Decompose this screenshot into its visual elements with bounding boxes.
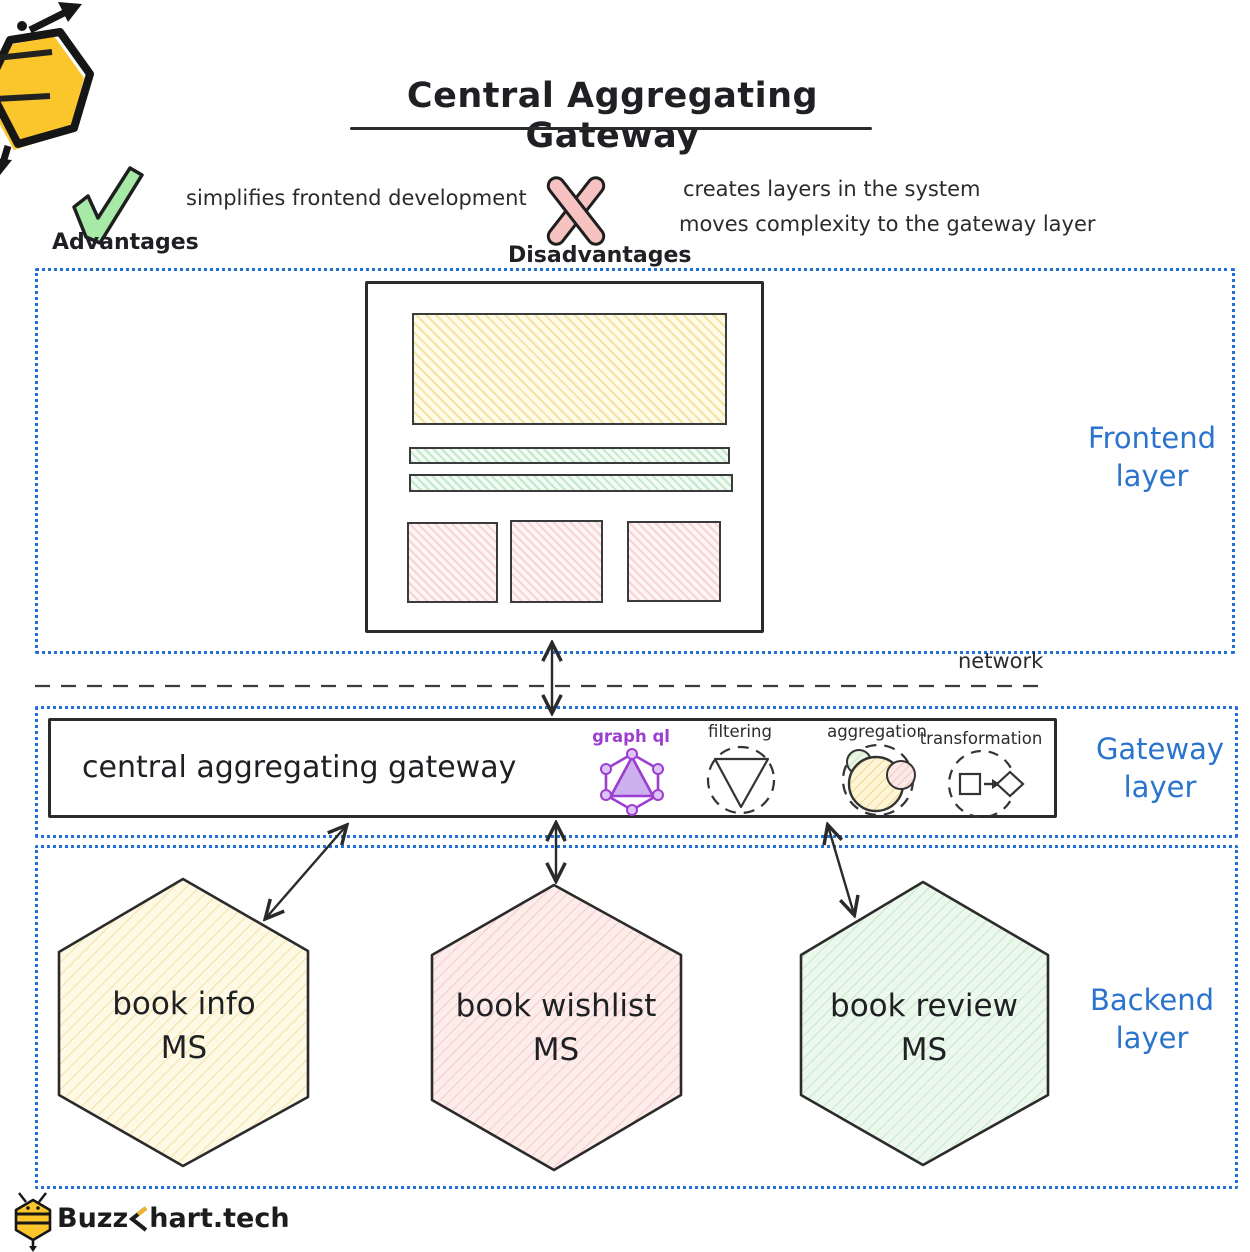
disadvantages-label: Disadvantages — [508, 243, 692, 268]
gateway-layer-label: Gateway layer — [1095, 732, 1225, 804]
aggregation-label: aggregation — [827, 722, 927, 741]
brand-c-icon — [129, 1205, 148, 1232]
service-name-line1: book info — [112, 986, 256, 1022]
gateway-title: central aggregating gateway — [82, 750, 517, 785]
browser-card — [510, 520, 603, 603]
service-label: book review MS — [774, 984, 1074, 1072]
service-name-line2: MS — [160, 1030, 208, 1067]
service-name-line2: MS — [532, 1032, 580, 1069]
filtering-icon — [706, 745, 776, 815]
service-hexagon-book-info — [57, 877, 310, 1168]
service-name-line1: book review — [830, 988, 1018, 1024]
service-name-line1: book wishlist — [455, 988, 657, 1024]
transformation-label: transformation — [919, 729, 1043, 748]
disadvantage-item: moves complexity to the gateway layer — [679, 212, 1096, 236]
browser-card — [627, 521, 721, 602]
service-label: book info MS — [34, 982, 334, 1070]
title-underline — [350, 127, 872, 130]
network-label: network — [958, 649, 1044, 673]
bee-logo — [0, 2, 94, 175]
graphql-label: graph ql — [592, 727, 670, 746]
cross-icon — [546, 176, 606, 246]
browser-hero-block — [412, 313, 727, 425]
frontend-layer-box — [35, 268, 1235, 654]
checkmark-icon — [72, 166, 144, 245]
gateway-layer-box — [35, 706, 1238, 838]
disadvantage-item: creates layers in the system — [683, 177, 981, 201]
page-title: Central Aggregating Gateway — [406, 76, 819, 156]
transformation-icon — [947, 749, 1025, 819]
backend-layer-box — [35, 845, 1238, 1189]
brand-suffix: hart.tech — [149, 1203, 290, 1234]
service-label: book wishlist MS — [406, 984, 706, 1072]
filtering-label: filtering — [708, 722, 772, 741]
graphql-icon — [600, 748, 664, 816]
service-hexagon-book-wishlist — [430, 883, 683, 1172]
browser-text-bar — [409, 447, 730, 464]
browser-card — [407, 522, 498, 603]
footer-brand: Buzz hart.tech — [57, 1203, 290, 1234]
footer-bee-logo — [14, 1192, 52, 1252]
browser-text-bar — [409, 474, 733, 492]
service-name-line2: MS — [900, 1032, 948, 1069]
browser-window — [365, 281, 764, 633]
advantage-item: simplifies frontend development — [186, 186, 527, 210]
aggregation-icon — [841, 743, 916, 817]
brand-prefix: Buzz — [57, 1203, 129, 1234]
frontend-layer-label: Frontend layer — [1088, 421, 1216, 493]
service-hexagon-book-review — [799, 880, 1050, 1167]
advantages-label: Advantages — [52, 230, 199, 255]
backend-layer-label: Backend layer — [1089, 983, 1214, 1055]
